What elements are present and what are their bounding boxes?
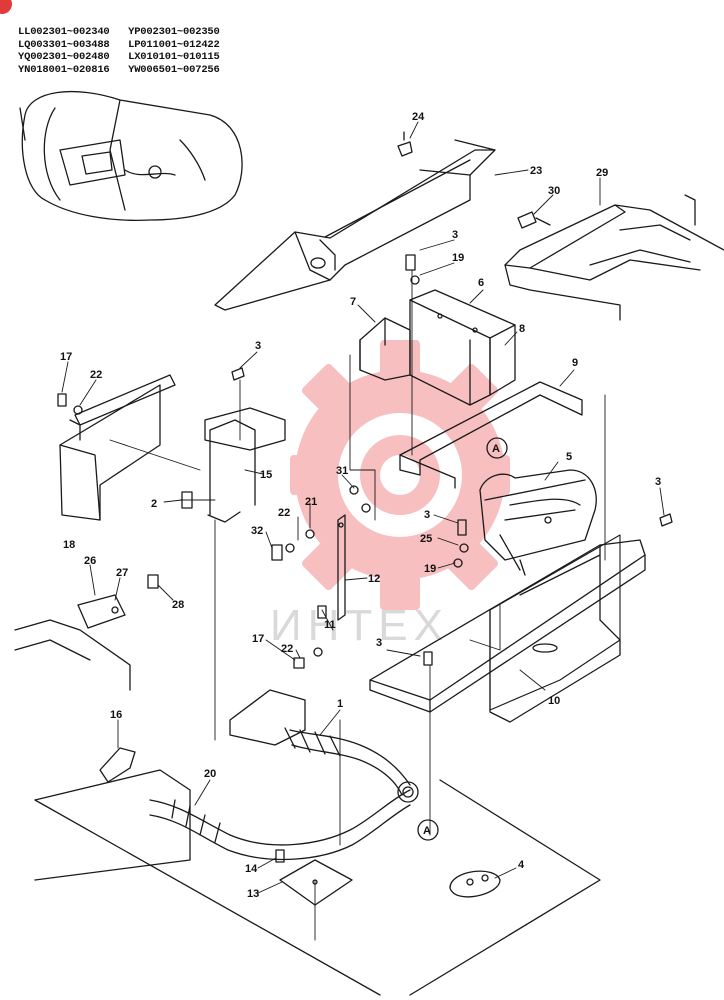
watermark-gear-logo <box>290 340 510 610</box>
part-7-bracket <box>359 317 411 381</box>
serial-number-list: LL002301~002340 LQ003301~003488 YQ002301… <box>18 26 238 76</box>
part-10-mounting-frame <box>369 534 646 723</box>
part-29-side-panel <box>504 194 724 321</box>
watermark-text: ИНТЕХ <box>270 601 449 650</box>
connector-marker-a-top <box>486 437 508 459</box>
part-1-duct <box>229 689 419 803</box>
callout-17: 17 <box>60 351 72 363</box>
serial-column-right: YP002301~002350 LP011001~012422 LX010101… <box>128 26 232 76</box>
callout-2: 2 <box>151 498 157 510</box>
machine-inset-view <box>19 90 243 221</box>
callout-4: 4 <box>518 859 525 871</box>
callout-23: 23 <box>530 165 542 177</box>
callout-21: 21 <box>305 496 317 508</box>
serial-range: LP011001~012422 <box>128 38 220 51</box>
callout-6: 6 <box>478 277 484 289</box>
part-12-rod <box>337 514 346 621</box>
base-floor-plate <box>14 619 601 996</box>
callout-13: 13 <box>247 888 259 900</box>
part-20-hose <box>149 789 411 861</box>
serial-range: LL002301~002340 <box>18 26 110 38</box>
callout-29: 29 <box>596 167 608 179</box>
callout-32: 32 <box>251 525 263 537</box>
callout-1: 1 <box>337 698 343 710</box>
callout-3: 3 <box>655 476 661 488</box>
callout-22: 22 <box>281 643 293 655</box>
callout-3: 3 <box>452 229 458 241</box>
callout-3: 3 <box>424 509 430 521</box>
callout-22: 22 <box>278 507 290 519</box>
callout-25: 25 <box>420 533 432 545</box>
part-26-small-cover <box>77 594 126 629</box>
callout-16: 16 <box>110 709 122 721</box>
connector-marker-label: A <box>492 443 500 455</box>
callout-11: 11 <box>324 619 336 631</box>
connector-marker-a-bottom <box>417 819 439 841</box>
callout-10: 10 <box>548 695 560 707</box>
assembly-guide-lines <box>109 269 606 941</box>
callout-24: 24 <box>412 111 425 123</box>
serial-range: YN018001~020816 <box>18 63 110 76</box>
serial-range: LX010101~010115 <box>128 51 220 63</box>
callout-8: 8 <box>519 323 525 335</box>
callout-27: 27 <box>116 567 128 579</box>
callout-3: 3 <box>376 637 382 649</box>
callout-labels: 1 2 3 3 3 3 3 4 5 6 7 8 9 10 11 12 13 14… <box>60 111 661 900</box>
corner-badge <box>0 0 12 14</box>
callout-12: 12 <box>368 573 380 585</box>
callout-18: 18 <box>63 539 75 551</box>
callout-leaders <box>61 121 665 894</box>
callout-31: 31 <box>336 465 348 477</box>
callout-3: 3 <box>255 340 261 352</box>
callout-28: 28 <box>172 599 184 611</box>
part-5-heater-unit <box>479 469 597 576</box>
callout-19: 19 <box>424 563 436 575</box>
part-30-bolt <box>517 211 551 229</box>
connector-marker-label: A <box>423 825 431 837</box>
callout-22: 22 <box>90 369 102 381</box>
part-13-plate <box>279 859 353 906</box>
serial-range: YP002301~002350 <box>128 26 220 38</box>
part-9-support-bracket <box>399 381 583 489</box>
callout-5: 5 <box>566 451 572 463</box>
part-4-grommet <box>449 870 501 898</box>
part-23-console-cover <box>214 139 496 311</box>
callout-30: 30 <box>548 185 560 197</box>
part-16-connector <box>99 747 136 783</box>
callout-14: 14 <box>245 863 258 875</box>
callout-9: 9 <box>572 357 578 369</box>
callout-7: 7 <box>350 296 356 308</box>
callout-15: 15 <box>260 469 272 481</box>
callout-26: 26 <box>84 555 96 567</box>
callout-17: 17 <box>252 633 264 645</box>
callout-20: 20 <box>204 768 216 780</box>
serial-range: LQ003301~003488 <box>18 38 110 51</box>
part-15-pipe-frame <box>204 407 286 523</box>
part-18-cover-panel <box>59 374 176 521</box>
part-24-bolt <box>397 131 413 157</box>
serial-column-left: LL002301~002340 LQ003301~003488 YQ002301… <box>18 26 122 76</box>
callout-19: 19 <box>452 252 464 264</box>
part-14-bolt <box>275 849 285 863</box>
serial-range: YQ002301~002480 <box>18 51 110 63</box>
serial-range: YW006501~007256 <box>128 63 220 76</box>
